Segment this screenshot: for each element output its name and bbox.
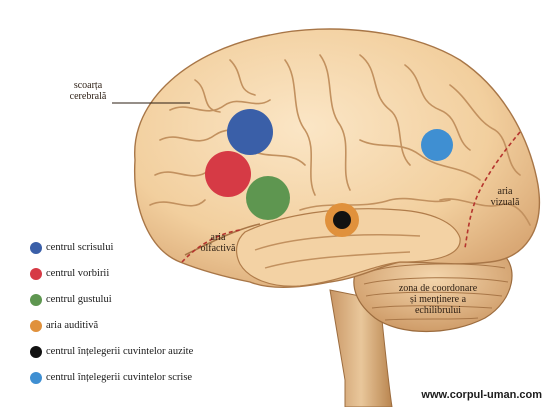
legend: centrul scrisului centrul vorbirii centr…: [30, 242, 310, 398]
marker-centrul-scrisului: [227, 109, 273, 155]
cortex-label-line-2: cerebrală: [69, 91, 107, 102]
cerebrum: [133, 28, 540, 288]
visual-label: aria vizuală: [480, 186, 530, 208]
legend-label: centrul înțelegerii cuvintelor scrise: [46, 372, 193, 383]
legend-dot-icon: [30, 268, 42, 280]
legend-item: aria auditivă: [30, 320, 310, 346]
marker-centrul-intelegerii-auzite: [333, 211, 351, 229]
cortex-label-line-1: scoarța: [73, 80, 103, 91]
marker-centrul-vorbirii: [205, 151, 251, 197]
olfactory-area-border: [181, 229, 241, 263]
legend-label: centrul gustului: [46, 294, 112, 305]
legend-label: centrul vorbirii: [46, 268, 110, 279]
cerebellum-label-line-2: și menținere a: [409, 294, 467, 305]
marker-centrul-gustului: [246, 176, 290, 220]
marker-centrul-intelegerii-scrise: [421, 129, 453, 161]
legend-dot-icon: [30, 294, 42, 306]
visual-label-line-1: aria: [497, 186, 513, 197]
cortex-label: scoarța cerebrală: [60, 80, 116, 102]
legend-dot-icon: [30, 320, 42, 332]
olfactory-label-line-2: olfactivă: [200, 243, 236, 254]
legend-item: centrul înțelegerii cuvintelor auzite: [30, 346, 310, 372]
legend-label: centrul scrisului: [46, 242, 114, 253]
cerebellum-label: zona de coordonare și menținere a echili…: [388, 283, 488, 316]
legend-label: aria auditivă: [46, 320, 99, 331]
legend-item: centrul vorbirii: [30, 268, 310, 294]
legend-dot-icon: [30, 242, 42, 254]
visual-area-border: [464, 131, 521, 249]
olfactory-label-line-1: aria: [210, 232, 226, 243]
legend-item: centrul înțelegerii cuvintelor scrise: [30, 372, 310, 398]
watermark: www.corpul-uman.com: [421, 389, 542, 401]
cerebellum-label-line-1: zona de coordonare: [398, 283, 478, 294]
olfactory-label: aria olfactivă: [190, 232, 246, 254]
visual-label-line-2: vizuală: [490, 197, 520, 208]
cerebellum-label-line-3: echilibrului: [414, 305, 462, 316]
center-markers: [205, 109, 453, 237]
legend-dot-icon: [30, 346, 42, 358]
legend-item: centrul scrisului: [30, 242, 310, 268]
legend-label: centrul înțelegerii cuvintelor auzite: [46, 346, 194, 357]
legend-dot-icon: [30, 372, 42, 384]
legend-item: centrul gustului: [30, 294, 310, 320]
